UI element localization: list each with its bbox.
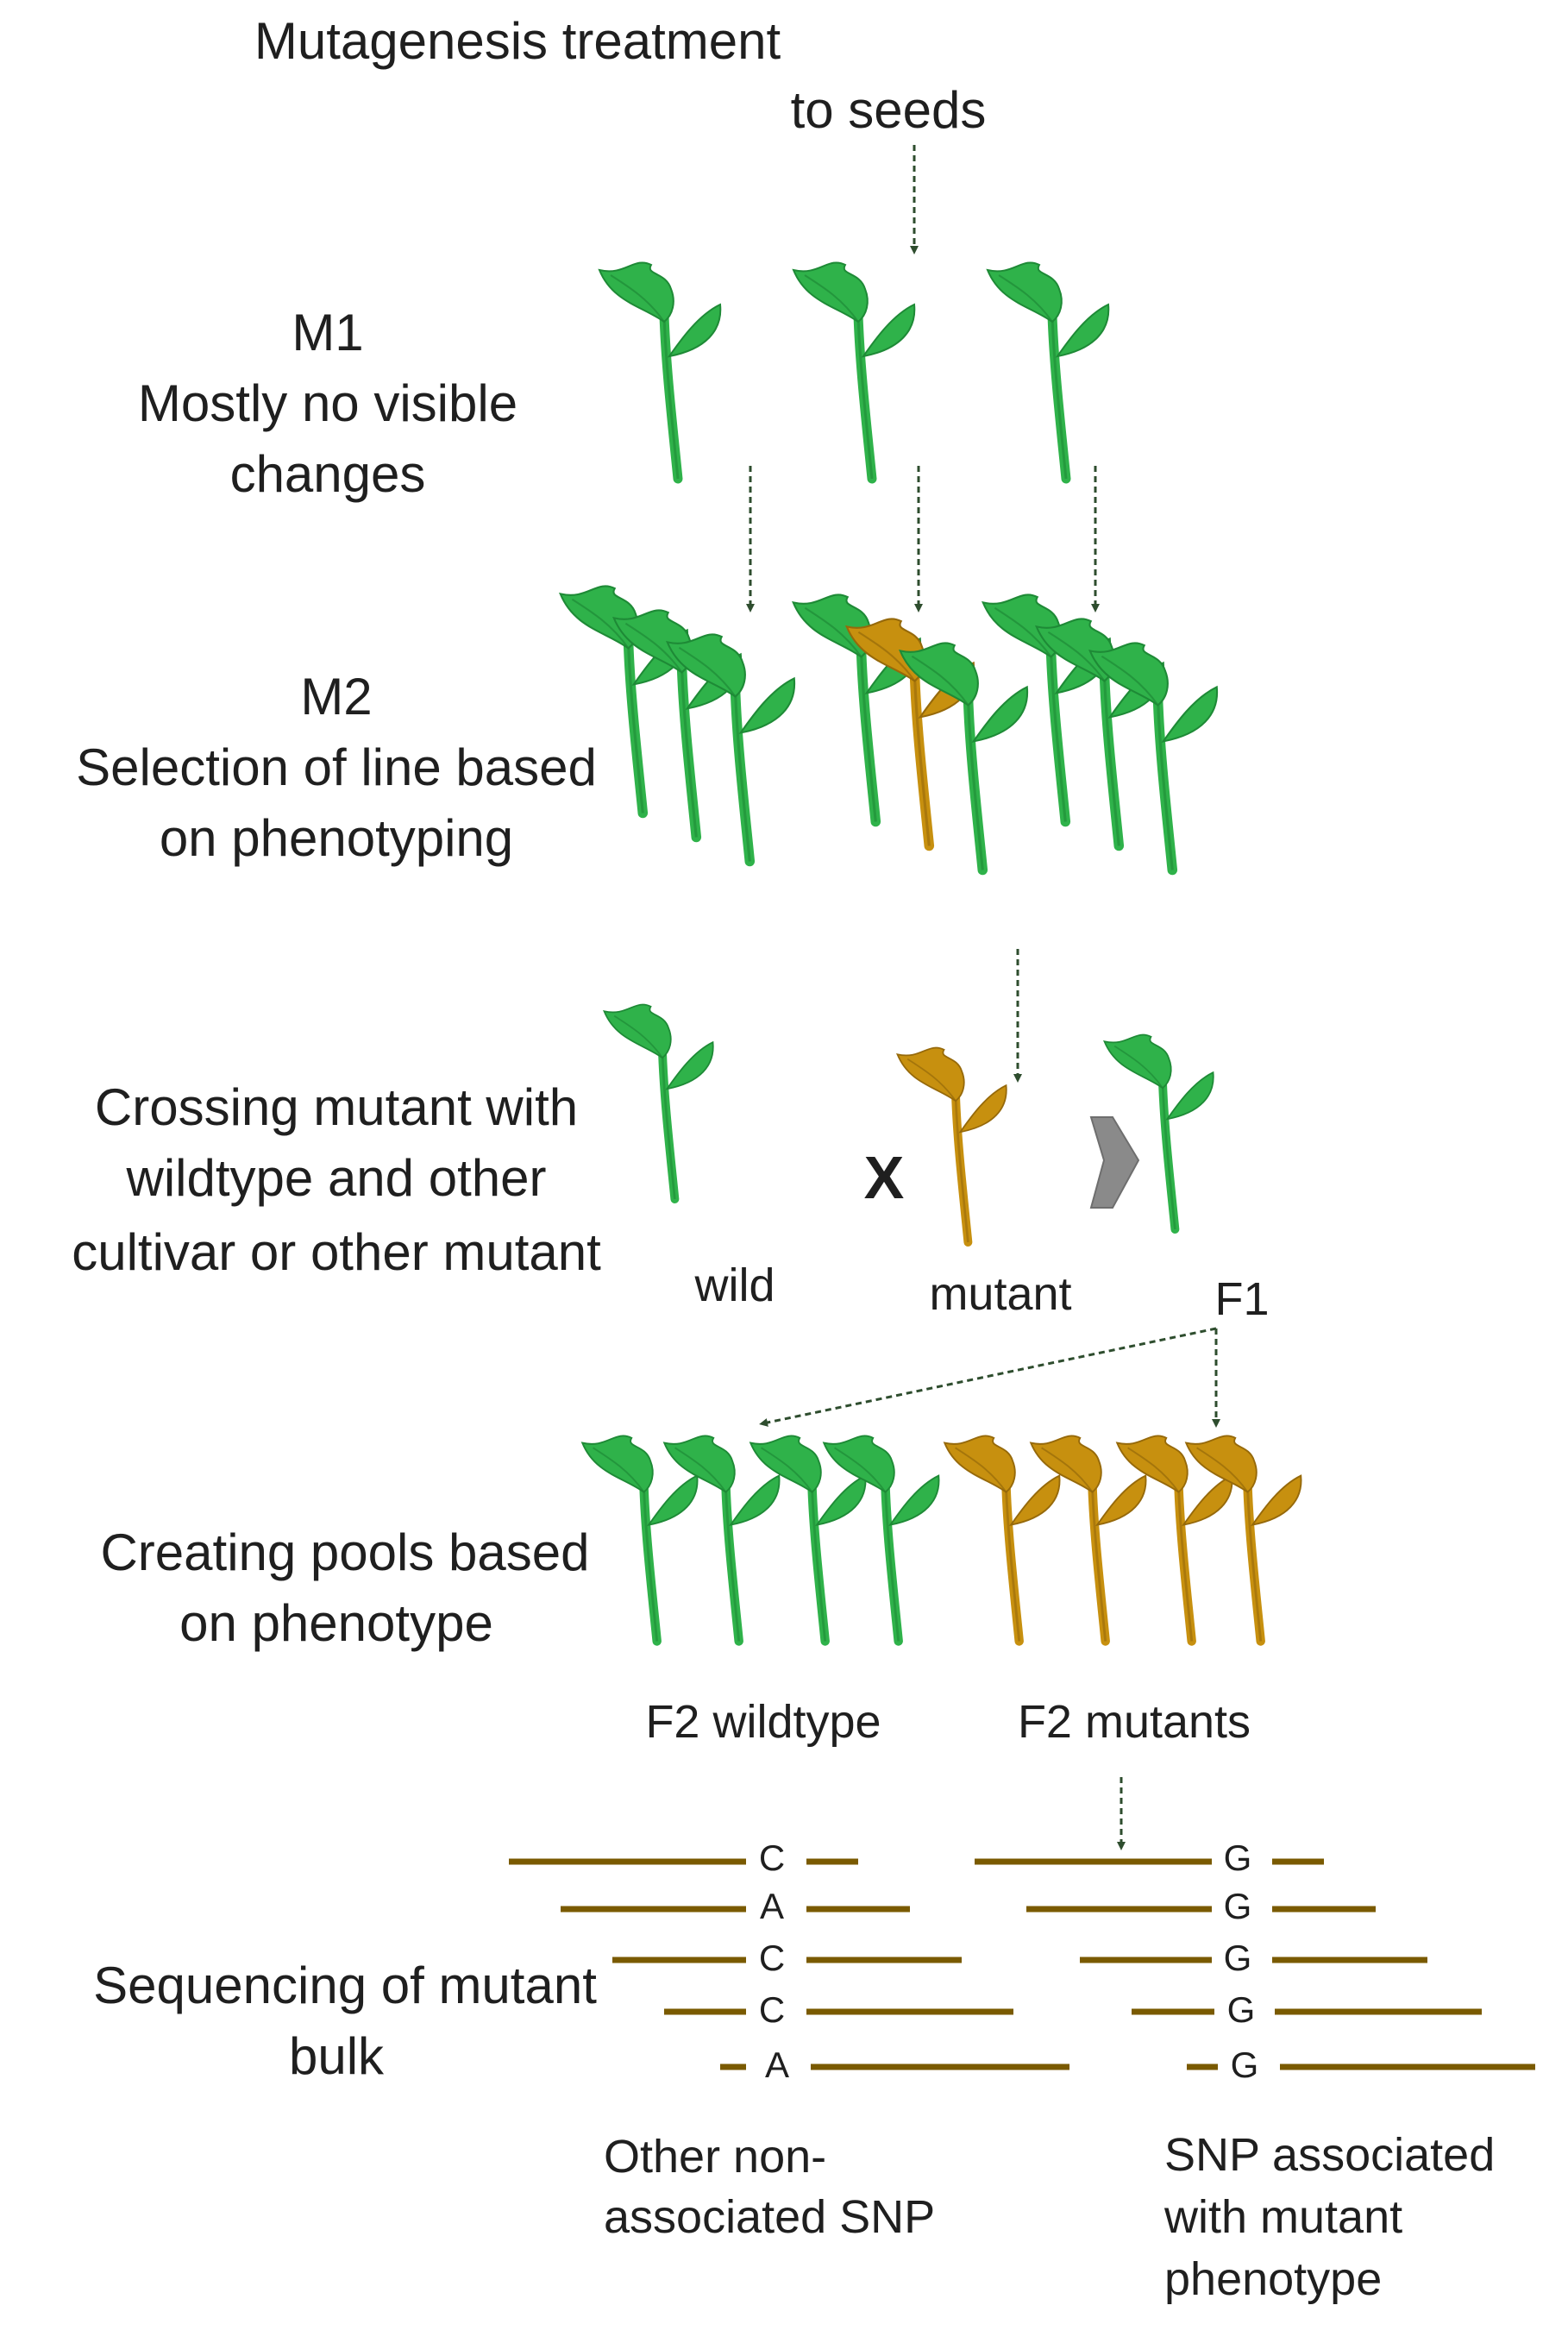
mutant-plant-icon [896,1046,1007,1247]
f1-label: F1 [1214,1273,1270,1325]
sequencing-reads-layer [509,1858,1535,2070]
m2-label-line-1: M2 [300,668,373,726]
m2-label-line-2: Selection of line based [76,738,597,796]
assoc-snp-caption-line-1: SNP associated [1164,2129,1496,2181]
snp-assoc-base: G [1223,1938,1252,1978]
other-snp-caption-line-1: Other non- [604,2131,827,2183]
wild-plant-icon [580,1435,699,1646]
flow-arrow [759,1327,1217,1427]
wild-label: wild [694,1259,775,1311]
wild-plant-icon [792,594,922,827]
wild-plant-icon [598,261,722,484]
snp-other-base: C [758,1837,786,1878]
snp-other-base: C [758,1938,786,1978]
mutant-plant-icon [943,1435,1061,1646]
sequencing-label-line-2: bulk [288,2027,385,2085]
other-snp-caption-line-2: associated SNP [604,2191,936,2243]
top-label-line-2: to seeds [790,81,987,139]
snp-other-base: A [764,2045,789,2085]
m1-label-line-3: changes [229,445,426,503]
mutant-label: mutant [929,1268,1072,1320]
mutant-plant-icon [1029,1435,1147,1646]
sequencing-label-line-1: Sequencing of mutant [93,1957,597,2014]
cross-symbol: X [863,1144,905,1211]
wild-plant-icon [822,1435,940,1646]
snp-other-base: C [758,1989,786,2030]
wild-plant-icon [899,642,1029,876]
assoc-snp-caption-line-2: with mutant [1164,2191,1403,2243]
wild-plant-icon [792,261,916,484]
crossing-label-line-2: wildtype and other [126,1149,547,1207]
m1-label-line-2: Mostly no visible [137,374,518,432]
pools-label-line-2: on phenotype [179,1594,493,1652]
plants-layer [559,261,1302,1646]
mutant-plant-icon [1184,1435,1302,1646]
snp-assoc-base: G [1226,1989,1256,2030]
f2-wildtype-label: F2 wildtype [645,1696,881,1748]
snp-assoc-base: G [1223,1837,1252,1878]
wild-plant-icon [603,1003,714,1203]
snp-assoc-base: G [1230,2045,1259,2085]
f2-mutants-label: F2 mutants [1017,1696,1251,1748]
assoc-snp-caption-line-3: phenotype [1164,2253,1383,2305]
m2-label-line-3: on phenotyping [159,809,514,867]
arrows-layer [746,145,1220,1850]
pools-label-line-1: Creating pools based [100,1523,590,1581]
m1-label-line-1: M1 [292,304,364,361]
crossing-label-line-3: cultivar or other mutant [72,1223,601,1281]
wild-plant-icon [662,1435,781,1646]
mutant-plant-icon [1115,1435,1233,1646]
snp-assoc-base: G [1223,1886,1252,1926]
top-label-line-1: Mutagenesis treatment [254,12,781,70]
crossing-label-line-1: Crossing mutant with [94,1078,579,1136]
snp-other-base: A [759,1886,784,1926]
wild-plant-icon [666,633,796,867]
wild-plant-icon [1088,642,1219,876]
wild-plant-icon [1103,1033,1214,1234]
wild-plant-icon [986,261,1110,484]
wild-plant-icon [749,1435,867,1646]
cross-result-arrow-icon [1089,1116,1140,1209]
